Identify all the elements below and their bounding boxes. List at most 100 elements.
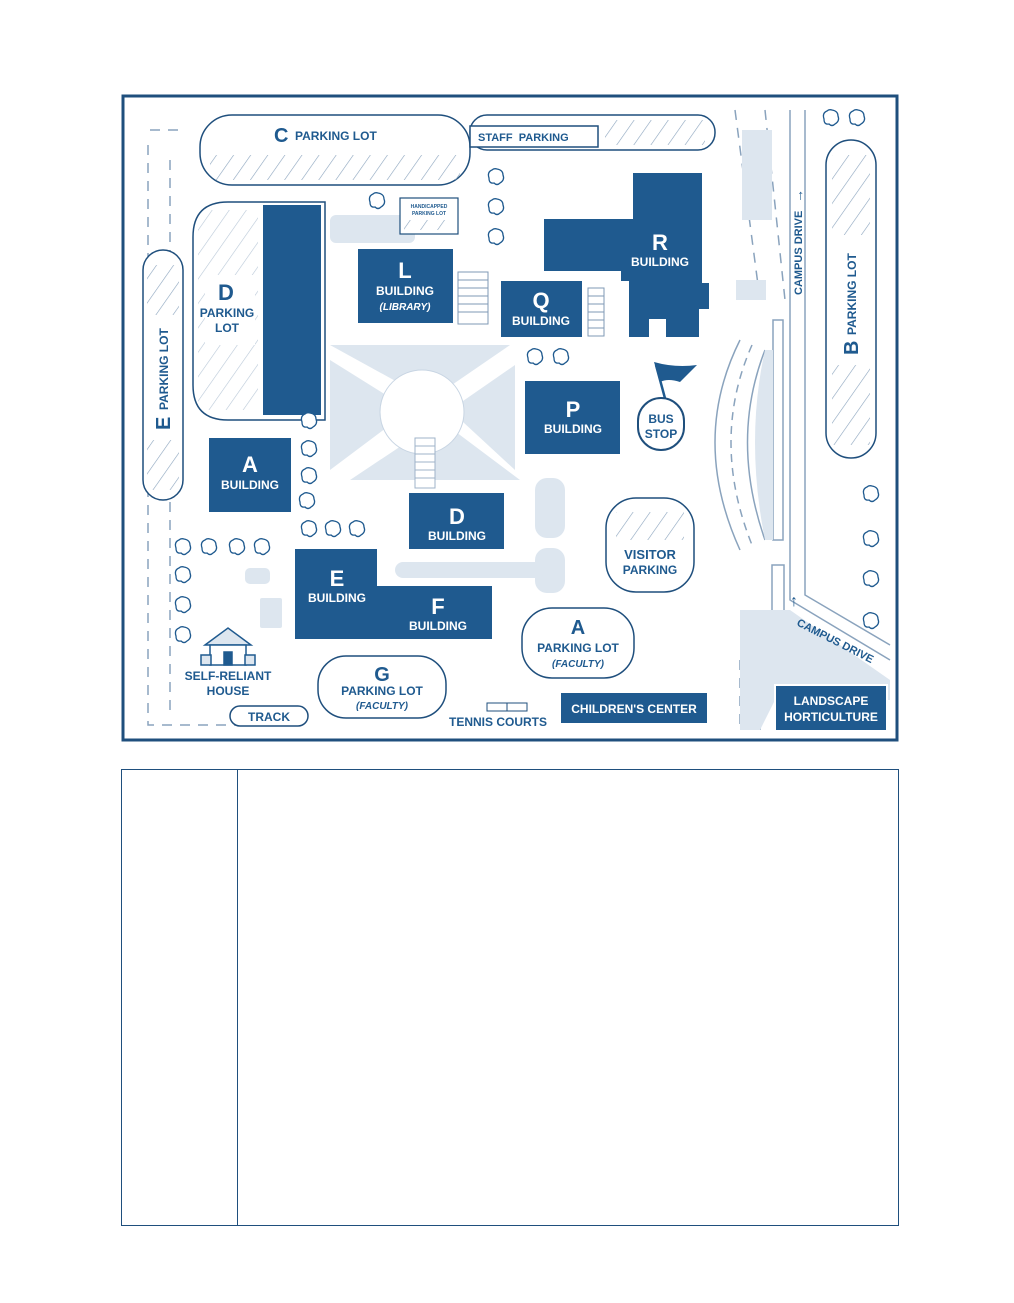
tree-icon [174,538,192,556]
building-d: D BUILDING [407,491,506,551]
building-l-letter: L [398,258,411,283]
tree-icon [526,348,544,366]
central-plaza [330,345,520,489]
tennis-courts: TENNIS COURTS [449,702,547,729]
tree-icon [300,520,318,538]
lot-a-letter: A [571,617,585,639]
tree-icon [487,168,505,186]
legend-left-column [122,770,238,1225]
tree-icon [822,109,840,127]
tree-icon [300,467,318,485]
building-d-letter: D [449,504,465,529]
tree-icon [298,492,316,510]
tree-icon [848,109,866,127]
lot-e-letter: E [153,417,175,430]
building-r: R BUILDING [542,171,711,339]
arrow-up-icon: → [790,189,806,203]
visitor-line1: VISITOR [624,547,676,562]
lot-d-letter: D [218,280,234,305]
landscape-horticulture: LANDSCAPE HORTICULTURE [774,684,888,732]
tree-icon [174,626,192,644]
landscape-line2: HORTICULTURE [784,710,878,724]
building-a-word: BUILDING [221,478,279,492]
staff-parking: STAFF PARKING [469,125,599,148]
lot-e: E PARKING LOT [142,249,184,501]
tree-icon [862,612,880,630]
building-p-word: BUILDING [544,422,602,436]
self-reliant-house: SELF-RELIANT HOUSE [185,627,272,698]
staff-parking-label: STAFF PARKING [478,132,569,144]
curved-drive [714,339,773,551]
visitor-parking: VISITOR PARKING [605,497,695,593]
bus-stop-line1: BUS [648,412,673,426]
landscape-line1: LANDSCAPE [794,694,869,708]
trees [174,109,880,644]
building-a-letter: A [242,452,258,477]
building-q-letter: Q [532,288,549,313]
lot-c-label: PARKING LOT [295,129,377,143]
lot-g-letter: G [374,664,390,686]
lot-c-letter: C [274,125,288,147]
building-f-word: BUILDING [409,619,467,633]
lot-d: D PARKING LOT [192,201,326,421]
lot-g: G PARKING LOT (FACULTY) [317,655,447,719]
tree-icon [487,198,505,216]
building-l-note: (LIBRARY) [380,302,432,313]
tennis-courts-label: TENNIS COURTS [449,715,547,729]
visitor-line2: PARKING [623,563,677,577]
legend-box [121,769,899,1226]
handicapped-line2: PARKING LOT [412,211,446,217]
arrow-up-icon: ↑ [790,593,798,610]
building-ef: E BUILDING F BUILDING [293,547,494,641]
tree-icon [348,520,366,538]
lot-e-label: PARKING LOT [157,328,171,410]
building-e-word: BUILDING [308,591,366,605]
lot-g-note: (FACULTY) [356,701,409,712]
flag-icon [654,362,697,382]
lot-d-line2: LOT [215,321,240,335]
handicapped-line1: HANDICAPPED [411,204,448,210]
building-l: L BUILDING (LIBRARY) [356,247,455,325]
tree-icon [300,440,318,458]
tree-icon [174,566,192,584]
self-reliant-line1: SELF-RELIANT [185,669,272,683]
campus-map: C PARKING LOT STAFF PARKING HANDICAPPED … [121,94,899,742]
lot-a: A PARKING LOT (FACULTY) [521,607,635,679]
building-f-letter: F [431,594,444,619]
building-p: P BUILDING [523,379,622,456]
lot-b-label: PARKING LOT [845,253,859,335]
lot-a-note: (FACULTY) [552,659,605,670]
building-a: A BUILDING [207,436,293,514]
tree-icon [487,228,505,246]
track-label: TRACK [248,710,290,724]
lot-b-letter: B [841,341,863,355]
stairs [457,271,605,337]
tree-icon [228,538,246,556]
self-reliant-line2: HOUSE [207,684,250,698]
building-e-letter: E [330,566,345,591]
building-l-word: BUILDING [376,284,434,298]
tree-icon [862,570,880,588]
tree-icon [174,596,192,614]
handicapped-lot: HANDICAPPED PARKING LOT [399,197,459,235]
building-d-word: BUILDING [428,529,486,543]
tree-icon [324,520,342,538]
lot-a-label: PARKING LOT [537,641,619,655]
childrens-center: CHILDREN'S CENTER [559,691,709,725]
tree-icon [200,538,218,556]
campus-drive-text-vertical: CAMPUS DRIVE [793,211,805,295]
tree-icon [253,538,271,556]
building-q-word: BUILDING [512,314,570,328]
track: TRACK [229,705,309,727]
bus-stop-line2: STOP [645,427,677,441]
tree-icon [552,348,570,366]
building-r-word: BUILDING [631,255,689,269]
campus-drive-label-vertical: CAMPUS DRIVE → [790,189,806,295]
grounds [245,215,565,628]
building-r-letter: R [652,230,668,255]
building-q: Q BUILDING [499,279,584,339]
tree-icon [300,412,318,430]
lot-d-line1: PARKING [200,306,254,320]
childrens-center-label: CHILDREN'S CENTER [571,702,697,716]
tree-icon [862,530,880,548]
